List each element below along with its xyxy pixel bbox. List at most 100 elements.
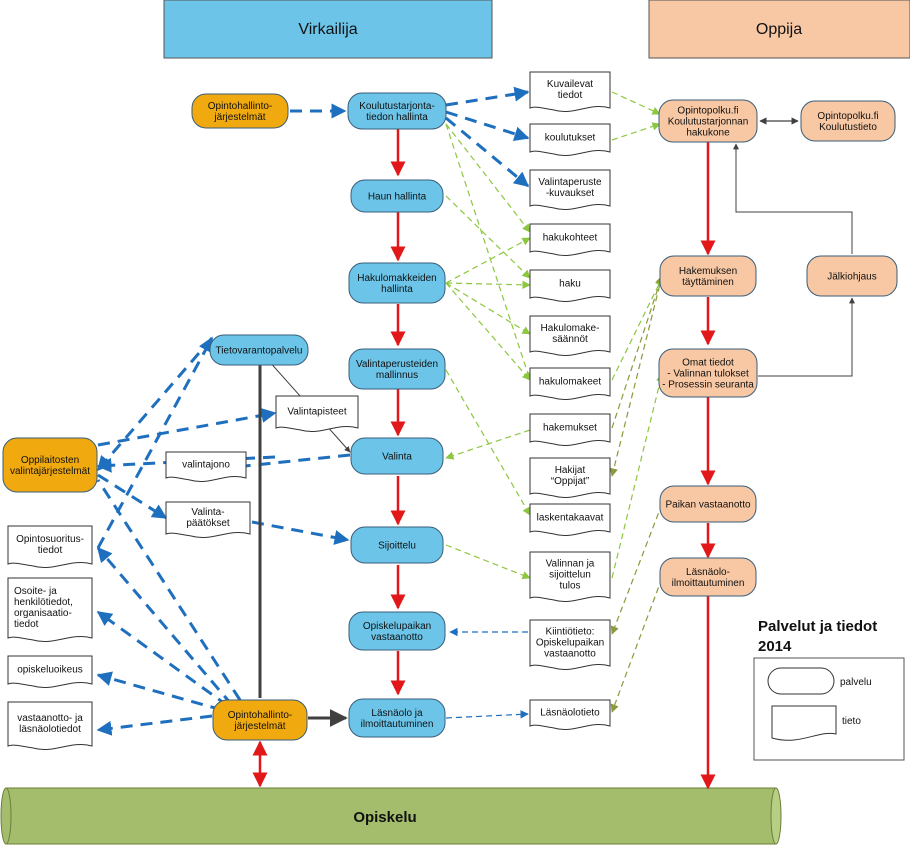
nodes: Opintohallinto-järjestelmät Koulutustarjo… [2,92,898,741]
opiskelu-band: Opiskelu [0,787,782,845]
node-ohj-bottom-shape [212,699,308,741]
doc-haku-shape [529,269,611,302]
node-hakemuksen-line-1: Hakemuksen [679,266,737,277]
node-lasnaolo-ilm-line-2: ilmoittautuminen [672,578,745,589]
node-opintopolku-hakukone-line-2: Koulutustarjonnan [668,117,749,128]
node-ohj-bottom-line-2: järjestelmät [233,721,285,732]
doc-valintaperustekuvaukset-line-2: -kuvaukset [546,188,595,199]
node-hakulomakkeiden-line-1: Hakulomakkeiden [357,273,437,284]
node-hakulomakkeiden-line-2: hallinta [381,284,413,295]
node-hakemuksen-shape [659,255,757,297]
header-oppija-label: Oppija [756,21,802,38]
doc-hakemukset-shape [529,413,611,446]
node-opintopolku-koulutustieto-shape [800,100,896,142]
header-virkailija-label: Virkailija [298,21,357,38]
node-ohj-bottom: Opintohallinto-järjestelmät [212,699,308,741]
doc-kiintiotieto-line-3: vastaanotto [544,649,596,660]
node-paikan-vastaanotto-line-1: Paikan vastaanotto [665,500,750,511]
node-ohj-bottom-line-1: Opintohallinto- [228,710,292,721]
node-lasnaolo-ilm-shape [659,557,757,597]
doc-valinnan-tulos-shape [529,551,611,602]
node-valintaperusteiden-line-1: Valintaperusteiden [356,359,438,370]
doc-hakulomakesaannot-shape [529,315,611,356]
node-ohj-top-line-2: järjestelmät [213,112,265,123]
node-jalkiohjaus-line-1: Jälkiohjaus [827,272,876,283]
doc-opintosuoritustiedot-line-1: Opintosuoritus- [16,534,84,545]
doc-opintosuoritustiedot-shape [7,525,93,568]
doc-hakijat-line-1: Hakijat [555,465,586,476]
doc-hakukohteet-shape [529,223,611,256]
doc-hakukohteet: hakukohteet [529,223,611,256]
doc-opintosuoritustiedot: Opintosuoritus-tiedot [7,525,93,568]
node-koulutustarjonta-shape [347,92,447,130]
node-tietovaranto-shape [209,334,309,366]
doc-kiintiotieto-shape [529,619,611,670]
doc-valintapaatokset-shape [165,501,251,538]
node-valintaperusteiden-shape [348,348,446,390]
legend-service-symbol [767,667,835,695]
doc-kuvailevat-line-2: tiedot [558,90,583,101]
legend-data-label: tieto [842,716,861,727]
doc-valintapisteet-line-1: Valintapisteet [287,407,347,418]
doc-hakulomakkeet-line-1: hakulomakeet [539,377,601,388]
doc-laskentakaavat: laskentakaavat [529,503,611,536]
node-sijoittelu-line-1: Sijoittelu [378,541,416,552]
header-virkailija: Virkailija [163,0,493,59]
node-tietovaranto: Tietovarantopalvelu [209,334,309,366]
doc-osoite-shape [7,577,93,642]
doc-opiskeluoikeus: opiskeluoikeus [7,655,93,688]
node-valintaperusteiden-line-2: mallinnus [376,370,418,381]
node-ohj-top-line-1: Opintohallinto- [208,101,272,112]
legend-title-line1: Palvelut ja tiedot [758,618,877,635]
node-ohj-top-shape [191,93,289,129]
node-hakemuksen-line-2: täyttäminen [682,277,734,288]
doc-hakemukset-line-1: hakemukset [543,423,597,434]
doc-lasnaolotieto: Läsnäolotieto [529,699,611,730]
node-hakulomakkeiden-shape [348,262,446,304]
node-oppilaitosten-line-1: Oppilaitosten [21,455,79,466]
node-koulutustarjonta-line-2: tiedon hallinta [366,112,428,123]
doc-hakukohteet-line-1: hakukohteet [543,233,598,244]
doc-laskentakaavat-line-1: laskentakaavat [537,513,604,524]
node-omat-tiedot-line-1: Omat tiedot [682,358,734,369]
doc-koulutukset-line-1: koulutukset [545,133,596,144]
node-lasnaolo-shape [348,698,446,738]
node-opintopolku-hakukone-line-3: hakukone [686,128,730,139]
doc-osoite: Osoite- jahenkilötiedot,organisaatio-tie… [7,577,93,642]
legend-title-line2: 2014 [758,638,792,655]
doc-kuvailevat-shape [529,71,611,112]
doc-hakulomakesaannot: Hakulomake-säännöt [529,315,611,356]
doc-osoite-line-4: tiedot [14,619,39,630]
doc-osoite-line-3: organisaatio- [14,608,72,619]
doc-hakijat-shape [529,457,611,498]
node-omat-tiedot-line-3: - Prosessin seuranta [662,380,754,391]
doc-valinnan-tulos-line-3: tulos [559,581,580,592]
doc-valintajono-shape [165,451,247,482]
node-opintopolku-koulutustieto-line-1: Opintopolku.fi [817,111,878,122]
doc-opintosuoritustiedot-line-2: tiedot [38,545,63,556]
doc-valintajono: valintajono [165,451,247,482]
node-opintopolku-hakukone-line-1: Opintopolku.fi [677,106,738,117]
doc-valintaperustekuvaukset: Valintaperuste-kuvaukset [529,169,611,210]
node-paikan-vastaanotto-shape [659,485,757,523]
legend-data-symbol [771,705,837,741]
doc-kiintiotieto-line-1: Kiintiötieto: [546,627,595,638]
node-opintopolku-koulutustieto-line-2: Koulutustieto [819,122,877,133]
doc-koulutukset: koulutukset [529,123,611,156]
node-koulutustarjonta-line-1: Koulutustarjonta- [359,101,435,112]
node-jalkiohjaus: Jälkiohjaus [806,255,898,297]
node-haun-hallinta-line-1: Haun hallinta [368,192,427,203]
doc-hakemukset: hakemukset [529,413,611,446]
doc-valintapaatokset: Valinta-päätökset [165,501,251,538]
doc-kiintiotieto-line-2: Opiskelupaikan [536,638,604,649]
doc-hakulomakesaannot-line-2: säännöt [552,334,588,345]
